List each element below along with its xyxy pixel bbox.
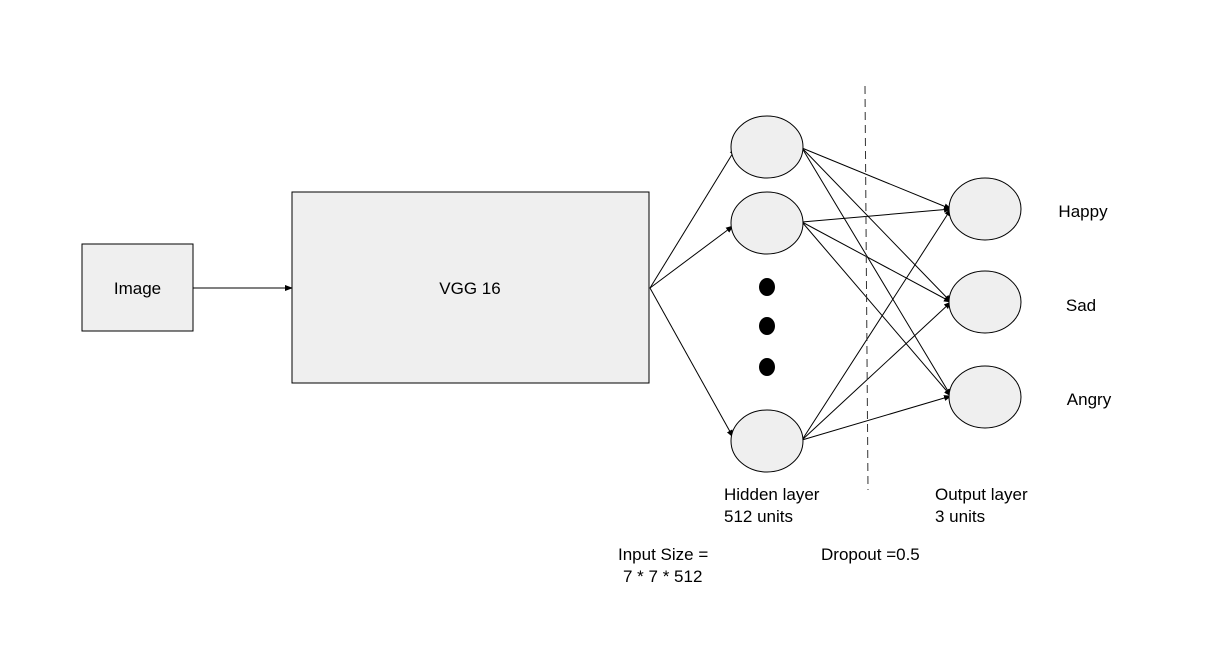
vgg16-label: VGG 16 [439,279,500,298]
hidden-layer-units: 512 units [724,507,793,526]
class-label-happy: Happy [1058,202,1108,221]
hidden3-to-sad-edge [801,301,952,441]
hidden-node-1 [730,115,804,179]
vgg-to-hidden-edge-1 [649,147,737,289]
hidden-layer-title: Hidden layer [724,485,820,504]
output-node-happy [948,177,1022,241]
output-layer-units: 3 units [935,507,985,526]
ellipsis-dot-3 [759,358,775,376]
image-label: Image [114,279,161,298]
hidden3-to-angry-edge [801,395,952,441]
hidden1-to-angry-edge [801,147,952,397]
hidden1-to-happy-edge [801,147,952,210]
image-box [81,243,194,332]
hidden2-to-happy-edge [801,206,952,223]
vgg-to-hidden-edge-3 [649,287,734,438]
output-node-angry [948,365,1022,429]
hidden-node-3 [730,409,804,473]
input-size-label: Input Size = [618,545,708,564]
vgg16-box [291,191,650,384]
hidden-node-2 [730,191,804,255]
output-layer-title: Output layer [935,485,1028,504]
dropout-label: Dropout =0.5 [821,545,920,564]
output-node-sad [948,270,1022,334]
input-size-value: 7 * 7 * 512 [623,567,702,586]
ellipsis-dot-2 [759,317,775,335]
hidden2-to-angry-edge [801,221,952,397]
class-label-angry: Angry [1067,390,1112,409]
class-label-sad: Sad [1066,296,1096,315]
hidden1-to-sad-edge [801,147,952,303]
ellipsis-dot-1 [759,278,775,296]
dropout-divider [864,85,869,491]
hidden2-to-sad-edge [801,221,952,303]
hidden3-to-happy-edge [801,208,952,441]
vgg-to-hidden-edge-2 [649,225,734,289]
